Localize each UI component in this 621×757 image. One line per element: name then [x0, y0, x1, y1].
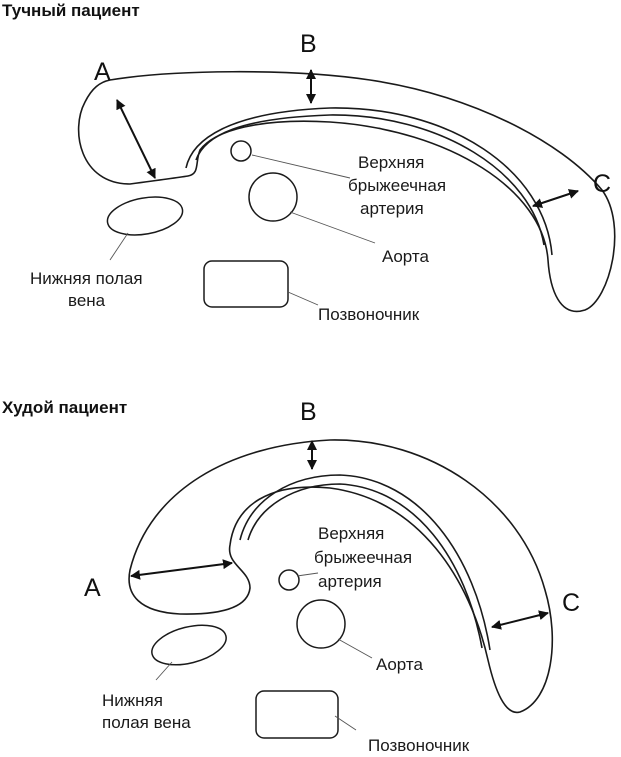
obese-ivc-label-1: Нижняя полая: [30, 269, 143, 288]
thin-patient-panel: Худой пациент A B C Верхняя брыжеечная а…: [2, 398, 580, 755]
thin-sma-label-3: артерия: [318, 572, 382, 591]
thin-measure-c-label: C: [562, 589, 580, 617]
obese-measure-a-label: A: [94, 58, 111, 86]
obese-aorta-leader: [289, 211, 376, 244]
thin-measure-c-arrow: [491, 610, 549, 630]
obese-sma-label-3: артерия: [360, 199, 424, 218]
obese-aorta-label: Аорта: [382, 247, 429, 266]
obese-inner-contour-2: [195, 114, 545, 246]
obese-spine-leader: [287, 291, 319, 306]
thin-sma-circle: [278, 569, 300, 591]
obese-sma-circle: [230, 140, 252, 162]
thin-sma-leader: [296, 572, 319, 577]
thin-aorta-label: Аорта: [376, 655, 423, 674]
thin-inner-contour: [239, 474, 491, 651]
obese-spine-rect: [203, 260, 289, 308]
thin-pancreas-outline: [128, 439, 554, 714]
thin-measure-a-arrow: [130, 559, 233, 580]
obese-measure-c-label: C: [593, 170, 611, 198]
thin-ivc-leader: [155, 661, 173, 681]
obese-measure-c-arrow: [532, 189, 579, 208]
thin-inner-contour-2: [247, 483, 483, 649]
thin-aorta-leader: [337, 638, 373, 659]
thin-measure-b-label: B: [300, 398, 317, 426]
obese-patient-panel: Тучный пациент A B C Верхняя брыжеечная …: [2, 1, 616, 324]
obese-inner-contour: [185, 107, 553, 256]
obese-sma-leader: [251, 154, 351, 179]
obese-measure-b-label: B: [300, 30, 317, 58]
thin-ivc-label-2: полая вена: [102, 713, 191, 732]
thin-panel-title: Худой пациент: [2, 398, 127, 417]
obese-sma-label-1: Верхняя: [358, 153, 424, 172]
thin-sma-label-1: Верхняя: [318, 524, 384, 543]
obese-aorta-circle: [248, 172, 298, 222]
thin-measure-a-label: A: [84, 574, 101, 602]
obese-measure-a-arrow: [116, 99, 156, 179]
thin-sma-label-2: брыжеечная: [314, 548, 412, 567]
thin-spine-rect: [255, 690, 339, 739]
thin-ivc-ellipse: [151, 624, 227, 666]
obese-pancreas-outline: [77, 70, 616, 313]
obese-ivc-leader: [109, 232, 129, 261]
thin-aorta-circle: [296, 599, 346, 649]
thin-spine-leader: [334, 715, 357, 731]
obese-ivc-label-2: вена: [68, 291, 106, 310]
obese-panel-title: Тучный пациент: [2, 1, 140, 20]
obese-ivc-ellipse: [106, 196, 184, 236]
thin-ivc-label-1: Нижняя: [102, 691, 163, 710]
thin-spine-label: Позвоночник: [368, 736, 470, 755]
obese-sma-label-2: брыжеечная: [348, 176, 446, 195]
obese-spine-label: Позвоночник: [318, 305, 420, 324]
